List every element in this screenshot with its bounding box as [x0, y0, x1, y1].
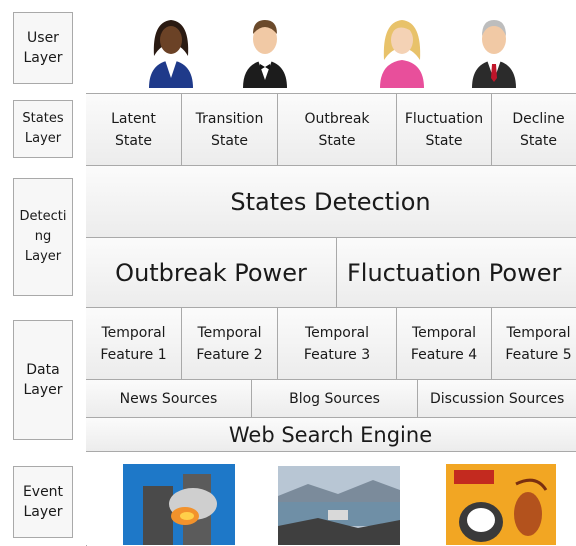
user-woman-blonde-icon — [380, 20, 424, 88]
fluctuation-power: Fluctuation Power — [337, 238, 576, 308]
layer-label-event: Event Layer — [13, 466, 73, 538]
user-woman-dark-icon — [149, 20, 193, 88]
engine-row: Web Search Engine — [86, 418, 576, 452]
news-sources: News Sources — [86, 380, 252, 418]
layer-label-user: User Layer — [13, 12, 73, 84]
temporal-feature-2: Temporal Feature 2 — [182, 308, 278, 380]
event-row — [86, 452, 576, 545]
state-outbreak: Outbreak State — [278, 94, 397, 166]
states-detection-row: States Detection — [86, 166, 576, 238]
coastal-flood-photo — [278, 466, 400, 545]
web-search-engine: Web Search Engine — [86, 418, 576, 452]
state-fluctuation: Fluctuation State — [397, 94, 492, 166]
states-row: Latent State Transition State Outbreak S… — [86, 94, 576, 166]
state-transition: Transition State — [182, 94, 278, 166]
outbreak-power: Outbreak Power — [86, 238, 337, 308]
discussion-sources: Discussion Sources — [418, 380, 576, 418]
user-avatars — [149, 20, 516, 88]
powers-row: Outbreak Power Fluctuation Power — [86, 238, 576, 308]
user-man-grey-icon — [472, 20, 516, 88]
layer-label-states: States Layer — [13, 100, 73, 158]
temporal-feature-1: Temporal Feature 1 — [86, 308, 182, 380]
event-images — [123, 464, 556, 545]
states-detection: States Detection — [86, 166, 576, 238]
state-decline: Decline State — [492, 94, 576, 166]
user-man-tuxedo-icon — [243, 20, 287, 88]
blog-sources: Blog Sources — [252, 380, 418, 418]
temporal-feature-5: Temporal Feature 5 — [492, 308, 576, 380]
layer-label-detecting: Detecti ng Layer — [13, 178, 73, 296]
sources-row: News Sources Blog Sources Discussion Sou… — [86, 380, 576, 418]
user-row — [86, 8, 576, 94]
layer-label-data: Data Layer — [13, 320, 73, 440]
temporal-row: Temporal Feature 1 Temporal Feature 2 Te… — [86, 308, 576, 380]
temporal-feature-4: Temporal Feature 4 — [397, 308, 492, 380]
burning-building-photo — [123, 464, 235, 545]
animated-movie-poster-photo — [446, 464, 556, 545]
temporal-feature-3: Temporal Feature 3 — [278, 308, 397, 380]
state-latent: Latent State — [86, 94, 182, 166]
